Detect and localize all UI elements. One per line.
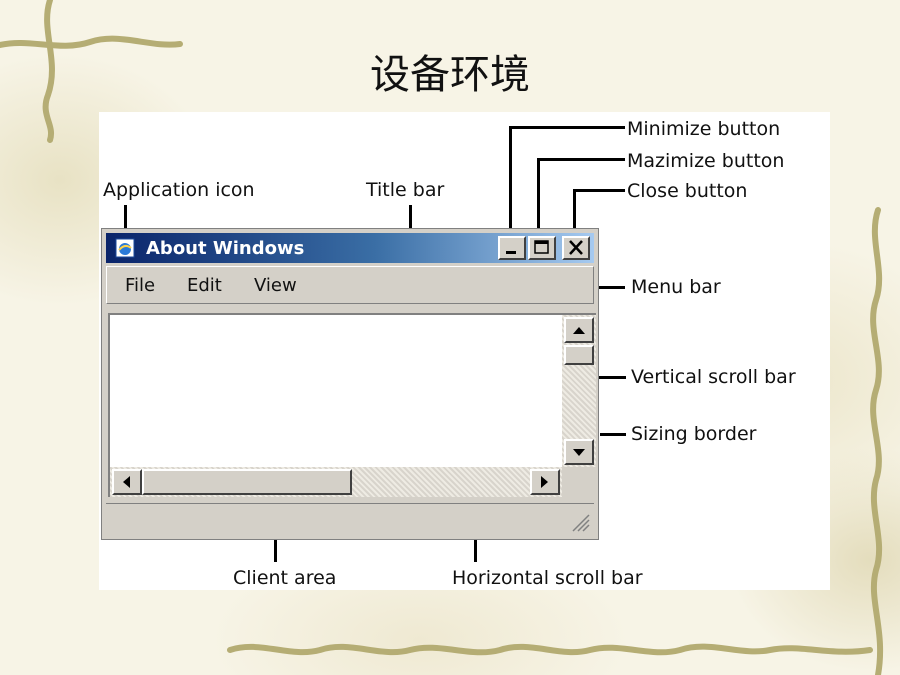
minimize-leader-v — [509, 126, 512, 236]
menu-edit[interactable]: Edit — [187, 275, 222, 296]
minimize-callout: Minimize button — [627, 118, 781, 140]
minimize-leader-h — [509, 126, 625, 129]
left-arrow-icon — [123, 476, 130, 488]
app-icon-callout: Application icon — [103, 179, 255, 201]
close-leader-h — [573, 189, 625, 192]
scroll-down-button[interactable] — [564, 439, 594, 465]
maximize-callout: Mazimize button — [627, 150, 785, 172]
example-window: About Windows File Edit View — [101, 228, 599, 540]
vscroll-callout: Vertical scroll bar — [631, 366, 796, 388]
vertical-scroll-thumb[interactable] — [564, 345, 594, 365]
title-bar[interactable]: About Windows — [106, 233, 594, 263]
window-title: About Windows — [146, 238, 305, 259]
menu-view[interactable]: View — [254, 275, 297, 296]
menu-bar-callout: Menu bar — [631, 276, 721, 298]
client-area[interactable] — [108, 313, 596, 497]
maximize-button[interactable] — [528, 236, 556, 260]
app-icon-leader — [124, 205, 127, 231]
horizontal-scroll-bar[interactable] — [110, 467, 562, 497]
right-arrow-icon — [541, 476, 548, 488]
close-icon — [569, 240, 583, 255]
maximize-icon — [534, 240, 549, 254]
minimize-icon — [506, 251, 516, 254]
maximize-leader-v — [537, 158, 540, 236]
menu-file[interactable]: File — [125, 275, 156, 296]
sizing-leader — [600, 433, 626, 436]
close-button[interactable] — [562, 236, 590, 260]
app-icon[interactable] — [114, 237, 136, 259]
horizontal-scroll-thumb[interactable] — [142, 469, 352, 495]
maximize-leader-h — [537, 158, 625, 161]
scroll-right-button[interactable] — [530, 469, 560, 495]
scroll-corner — [562, 467, 596, 497]
client-callout: Client area — [233, 567, 337, 589]
status-bar — [106, 503, 594, 535]
up-arrow-icon — [573, 327, 585, 334]
vscroll-leader — [576, 376, 626, 379]
title-bar-leader — [409, 205, 412, 245]
size-grip-icon[interactable] — [568, 510, 590, 532]
scroll-up-button[interactable] — [564, 317, 594, 343]
hscroll-callout: Horizontal scroll bar — [452, 567, 643, 589]
close-leader-v — [573, 189, 576, 236]
sizing-callout: Sizing border — [631, 423, 757, 445]
slide-title: 设备环境 — [370, 52, 530, 98]
scroll-left-button[interactable] — [112, 469, 142, 495]
menu-bar: File Edit View — [106, 266, 594, 304]
vertical-scroll-bar[interactable] — [562, 315, 596, 467]
minimize-button[interactable] — [498, 236, 526, 260]
close-callout: Close button — [627, 180, 748, 202]
down-arrow-icon — [573, 449, 585, 456]
title-bar-callout: Title bar — [366, 179, 445, 201]
